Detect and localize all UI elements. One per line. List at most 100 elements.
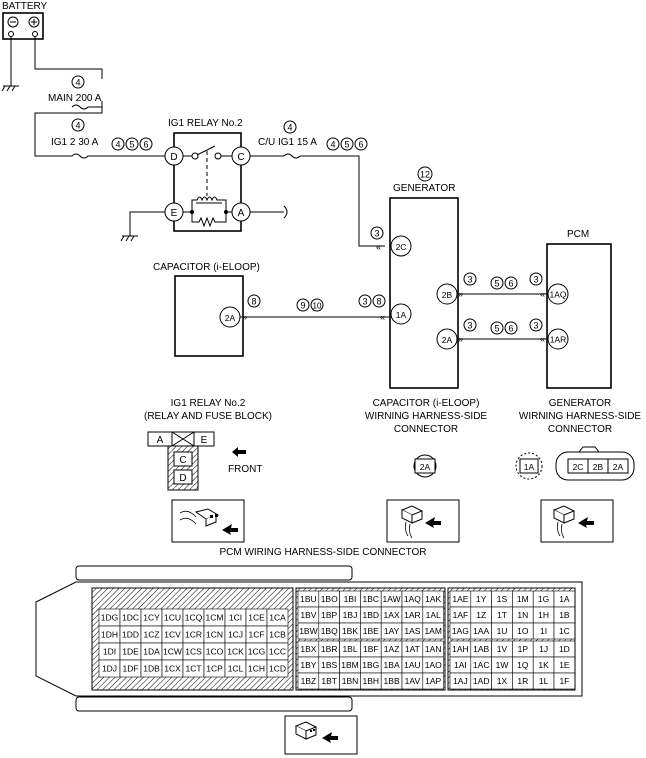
svg-text:1A: 1A (396, 310, 407, 320)
pcm-pin-label: 1BT (321, 676, 337, 686)
pcm-pin-label: 1B (559, 610, 570, 620)
pcm-pin-cell (553, 622, 576, 640)
connector-plug-icon (540, 499, 614, 543)
ground-icon (1, 85, 19, 92)
pcm-pin-label: 1CL (228, 664, 244, 674)
svg-text:D: D (179, 473, 186, 484)
pcm-pin-label: 1AK (425, 594, 441, 604)
gen-view-connector: 1A 2C 2B 2A (515, 446, 635, 481)
svg-text:2A: 2A (225, 313, 236, 323)
cap-view-title1: CAPACITOR (i-ELOOP) (373, 398, 480, 409)
cap-view-title3: CONNECTOR (394, 424, 458, 435)
pcm-pin-label: 1BW (299, 626, 317, 636)
fuse-ig1-2-icon (71, 153, 89, 159)
pcm-pin-label: 1AL (426, 610, 441, 620)
pcm-pin-label: 1AM (424, 626, 441, 636)
svg-text:10: 10 (313, 302, 322, 311)
pcm-pin-label: 1CM (206, 613, 224, 623)
pcm-pin-label: 1Z (476, 610, 486, 620)
pcm-pin-label: 1E (559, 660, 570, 670)
fuse-main-label: MAIN 200 A (48, 93, 102, 104)
pcm-pin-label: 1DB (143, 664, 160, 674)
svg-text:2B: 2B (442, 290, 453, 300)
pcm-pin-label: 1AH (452, 644, 469, 654)
pcm-connector-title: PCM WIRING HARNESS-SIDE CONNECTOR (219, 547, 426, 558)
svg-text:5: 5 (494, 279, 499, 289)
svg-text:3: 3 (374, 229, 379, 239)
pcm-pin-label: 1BS (321, 660, 337, 670)
pcm-pin-label: 1AX (384, 610, 400, 620)
pcm-pin-label: 1BI (344, 594, 357, 604)
pcm-pin-label: 1S (497, 594, 508, 604)
pcm-pin-label: 1CI (229, 613, 242, 623)
pcm-pin-label: 1AQ (404, 594, 421, 604)
relay-title: IG1 RELAY No.2 (168, 118, 243, 129)
pcm-pin-label: 1AB (473, 644, 489, 654)
pcm-pin-label: 1BA (384, 660, 400, 670)
svg-text:5: 5 (494, 324, 499, 334)
fuse-cu-ig1-label: C/U IG1 15 A (258, 137, 317, 148)
pcm-pin-label: 1AJ (453, 676, 468, 686)
svg-text:2A: 2A (613, 462, 624, 472)
svg-text:»: » (458, 334, 463, 344)
gen-view-title2: WIRNING HARNESS-SIDE (519, 411, 642, 422)
pcm-pin-label: 1AZ (384, 644, 400, 654)
pcm-pin-label: 1DE (122, 647, 139, 657)
pcm-pin-label: 1BK (342, 626, 358, 636)
pcm-pin-cell (553, 672, 576, 690)
pcm-pin-label: 1DI (103, 647, 116, 657)
pcm-pin-label: 1CV (164, 630, 181, 640)
pcm-pin-label: 1AU (404, 660, 421, 670)
svg-text:4: 4 (75, 121, 80, 131)
pcm-pin-label: 1H (538, 610, 549, 620)
pcm-title: PCM (567, 229, 589, 240)
pcm-pin-label: 1M (517, 594, 529, 604)
svg-text:5: 5 (344, 140, 349, 150)
pcm-pin-label: 1CH (248, 664, 265, 674)
pcm-pin-label: 1CF (248, 630, 264, 640)
pcm-pin-label: 1CG (248, 647, 265, 657)
svg-text:4: 4 (115, 140, 120, 150)
gen-2a-notes: 3 5 6 3 (463, 318, 543, 335)
pcm-pin-label: 1BQ (321, 626, 338, 636)
connector-plug-icon (386, 499, 460, 543)
pcm-pin-label: 1BV (300, 610, 316, 620)
connector-plug-icon (284, 715, 358, 755)
svg-text:«: « (380, 312, 385, 322)
pcm-pin-label: 1CS (185, 647, 202, 657)
pcm-pin-cell (422, 622, 444, 640)
pcm-pin-label: 1AP (425, 676, 441, 686)
pcm-pin-label: 1DC (122, 613, 139, 623)
pcm-pin-cell (266, 659, 289, 678)
svg-text:12: 12 (420, 170, 430, 180)
svg-text:D: D (170, 152, 177, 163)
svg-text:»: » (458, 289, 463, 299)
pcm-pin-label: 1BU (300, 594, 317, 604)
pcm-pin-label: 1CB (269, 630, 286, 640)
pcm-pin-label: 1BF (363, 644, 379, 654)
pcm-pin-label: 1CN (206, 630, 223, 640)
capacitor-title: CAPACITOR (i-ELOOP) (153, 262, 260, 273)
pcm-pin-label: 1X (497, 676, 508, 686)
svg-text:2A: 2A (420, 462, 431, 472)
pcm-pin-label: 1T (497, 610, 507, 620)
svg-text:A: A (157, 435, 164, 446)
svg-text:6: 6 (508, 324, 513, 334)
battery-label: BATTERY (2, 1, 48, 12)
pcm-pin-label: 1DD (122, 630, 139, 640)
fuse-ig1-2-label: IG1 2 30 A (51, 137, 99, 148)
pcm-pin-label: 1CO (206, 647, 224, 657)
pcm-pin-label: 1CK (227, 647, 244, 657)
pcm-connector-top-rail (75, 565, 353, 581)
connector-plug-icon (171, 499, 245, 543)
svg-text:«: « (540, 289, 545, 299)
pcm-pin-label: 1Y (476, 594, 487, 604)
pcm-pin-label: 1CU (164, 613, 181, 623)
pcm-pin-label: 1BY (300, 660, 316, 670)
pcm-pin-label: 1F (559, 676, 569, 686)
pcm-pin-label: 1BB (384, 676, 400, 686)
pcm-pin-label: 1G (538, 594, 549, 604)
pcm-pin-label: 1CX (164, 664, 181, 674)
pcm-pin-label: 1CE (248, 613, 265, 623)
pcm-pin-label: 1CR (185, 630, 202, 640)
